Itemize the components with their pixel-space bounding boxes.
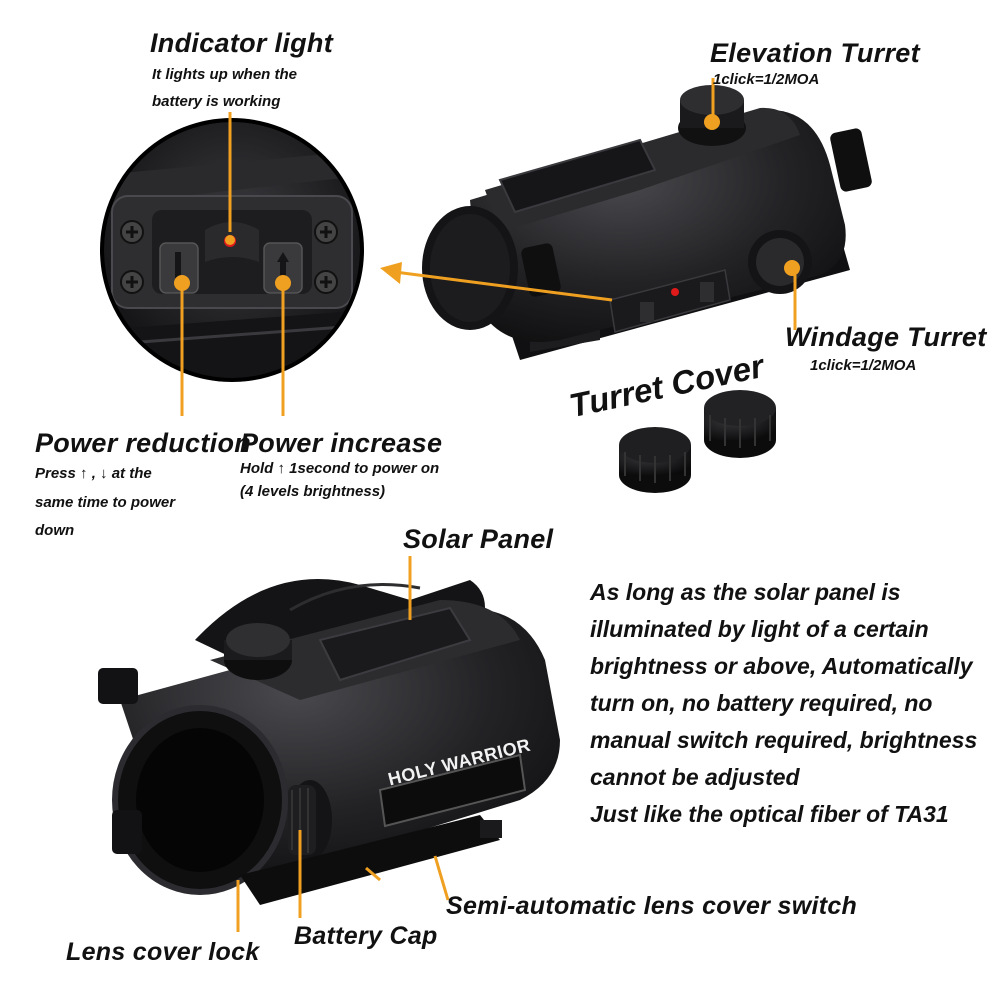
screw-icon	[120, 270, 144, 294]
top-turret-knob	[224, 623, 292, 680]
screw-icon	[314, 270, 338, 294]
battery-cap-label: Battery Cap	[294, 922, 438, 950]
power-reduction-desc-3: down	[35, 522, 75, 539]
screw-icon	[314, 220, 338, 244]
red-dot-sight-front-view	[98, 579, 560, 905]
arrow-left-icon	[380, 262, 402, 284]
power-increase-title: Power increase	[240, 428, 443, 458]
turret-cover-icon	[619, 427, 691, 493]
magnified-control-panel	[100, 118, 364, 382]
turret-cover-icon	[704, 390, 776, 458]
indicator-light-desc-2: battery is working	[152, 93, 281, 110]
elevation-turret-title: Elevation Turret	[710, 38, 920, 68]
indicator-light-title: Indicator light	[150, 28, 333, 58]
description-line: manual switch required, brightness	[590, 727, 978, 753]
windage-turret-knob	[748, 230, 812, 294]
description-line: As long as the solar panel is	[590, 579, 901, 605]
power-reduction-title: Power reduction	[35, 428, 252, 458]
elevation-turret-desc: 1click=1/2MOA	[713, 71, 820, 88]
description-line: brightness or above, Automatically	[590, 653, 973, 679]
indicator-light-desc-1: It lights up when the	[152, 66, 297, 83]
description-line: Just like the optical fiber of TA31	[590, 801, 949, 827]
description-line: illuminated by light of a certain	[590, 616, 929, 642]
power-increase-desc-1: Hold ↑ 1second to power on	[240, 460, 440, 477]
lens-cover-switch-label: Semi-automatic lens cover switch	[446, 892, 858, 920]
windage-turret-title: Windage Turret	[785, 322, 987, 352]
power-increase-desc-2: (4 levels brightness)	[240, 483, 386, 500]
description-line: cannot be adjusted	[590, 764, 800, 790]
power-reduction-desc-2: same time to power	[35, 494, 176, 511]
battery-cap-knob	[288, 780, 332, 860]
callout-leaders	[180, 78, 797, 932]
description-line: turn on, no battery required, no	[590, 690, 933, 716]
solar-description: As long as the solar panel is illuminate…	[590, 574, 990, 833]
solar-panel-label: Solar Panel	[403, 524, 554, 554]
screw-icon	[120, 220, 144, 244]
lens-cover-lock-label: Lens cover lock	[66, 938, 260, 966]
red-dot-sight-side-view	[422, 85, 872, 360]
power-reduction-desc-1: Press ↑ , ↓ at the	[35, 465, 152, 482]
windage-turret-desc: 1click=1/2MOA	[810, 357, 917, 374]
